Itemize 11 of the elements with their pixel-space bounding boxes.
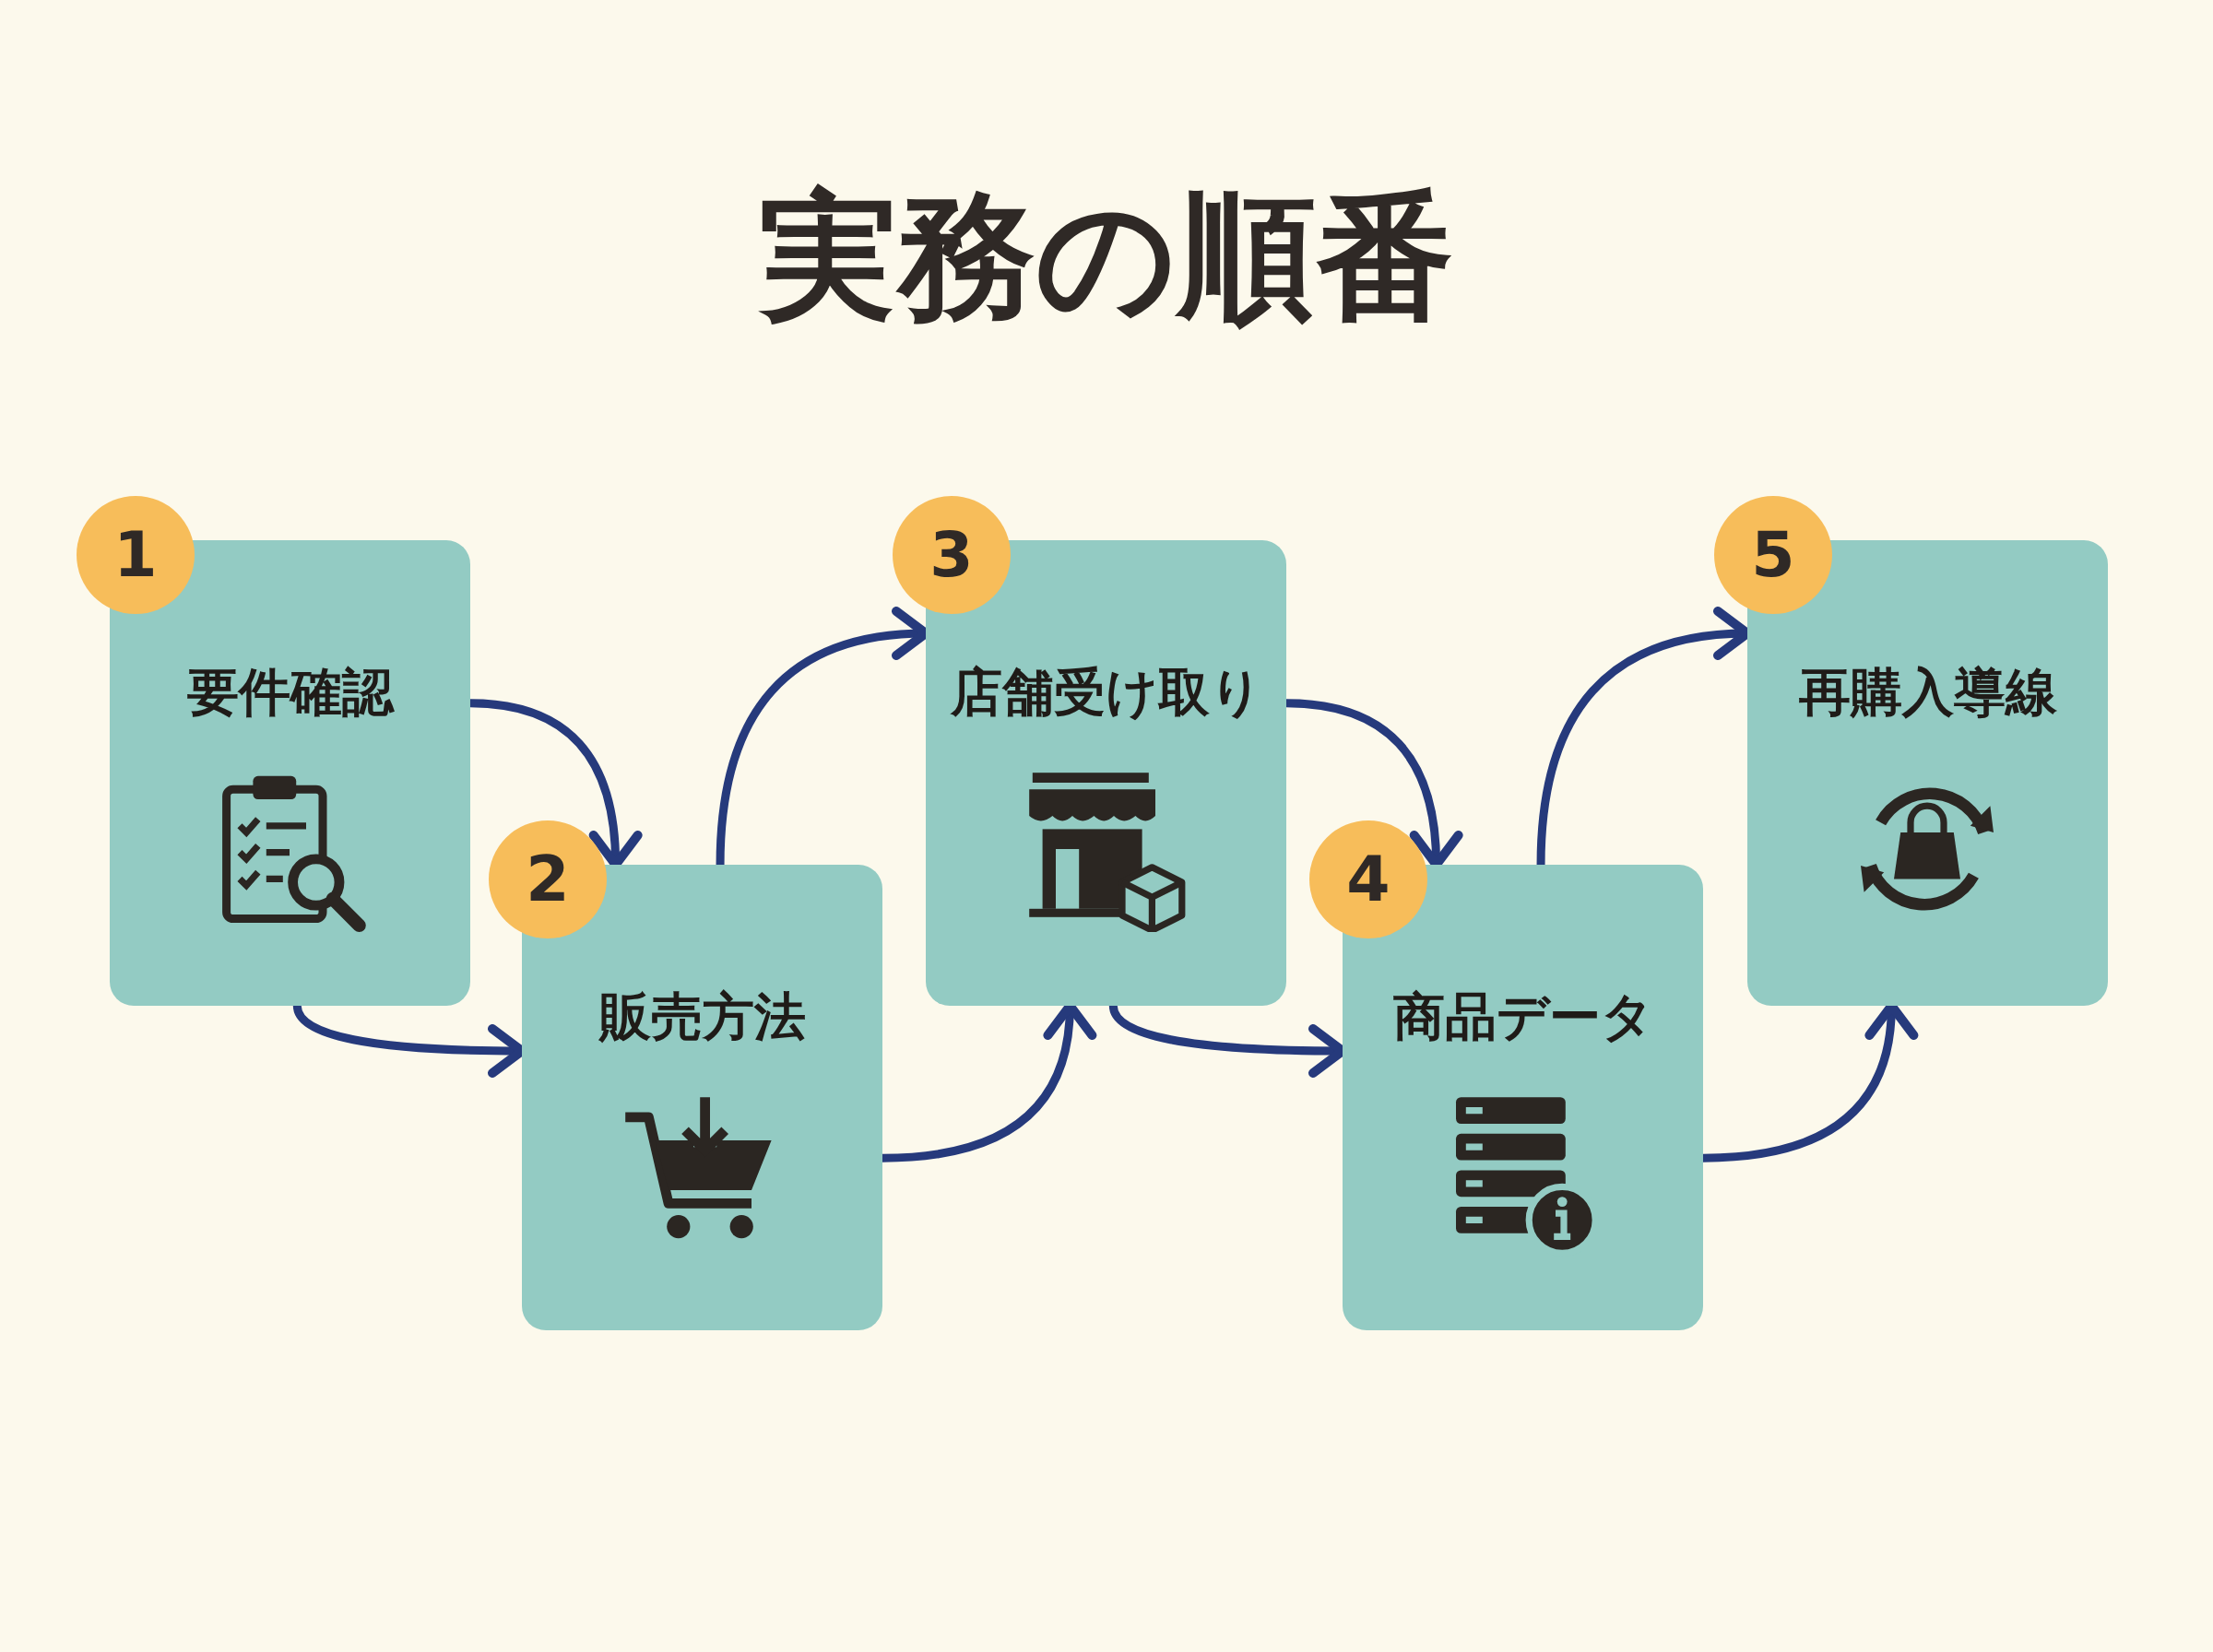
- step-number-badge: 5: [1714, 496, 1832, 614]
- step-number-badge: 3: [893, 496, 1011, 614]
- step-label: 店舗受け取り: [949, 661, 1263, 724]
- title: 実務の順番: [757, 175, 1455, 338]
- step-label: 商品データ: [1391, 985, 1654, 1048]
- step-label: 要件確認: [185, 661, 396, 724]
- step-number-badge: 4: [1309, 820, 1427, 938]
- step-label: 販売方法: [598, 985, 807, 1048]
- step-label: 再購入導線: [1797, 661, 2058, 724]
- step-number-badge: 1: [77, 496, 195, 614]
- step-number-badge: 2: [489, 820, 607, 938]
